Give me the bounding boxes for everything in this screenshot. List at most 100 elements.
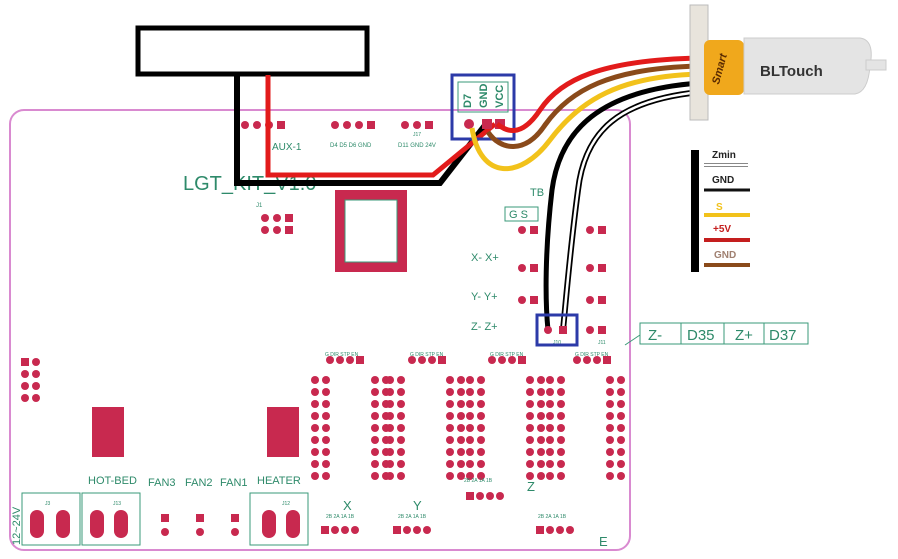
x-limit-label: X- X+ [471,252,499,264]
pad [273,226,281,234]
axis-x-label: X [343,498,352,513]
pad [261,214,269,222]
pad [606,376,614,384]
pad [556,526,564,534]
pad [557,424,565,432]
j17-label: J17 [413,132,421,138]
pad [546,400,554,408]
motor-pins-y: 2B 2A 1A 1B [398,514,427,520]
heater-label: HEATER [257,475,301,487]
pad [617,376,625,384]
legend-label-zmin: Zmin [712,150,736,161]
pad [446,424,454,432]
pad [371,376,379,384]
pad [32,394,40,402]
j1-label: J1 [256,203,263,209]
pad [606,436,614,444]
pad [457,412,465,420]
pad [526,460,534,468]
bltouch-sensor: Smart BLTouch [689,4,887,121]
mcu-body [344,199,398,263]
pad [477,400,485,408]
pad [446,460,454,468]
motor-pins-e: 2B 2A 1A 1B [538,514,567,520]
pad [526,400,534,408]
pad [586,326,594,334]
pad [331,121,339,129]
pad [466,448,474,456]
tb-label: TB [530,187,544,199]
legend-label-gnd: GND [712,175,734,186]
pad [476,492,484,500]
pad [423,526,431,534]
pad [466,388,474,396]
pad [537,472,545,480]
aux-label: AUX-1 [272,142,302,153]
pad [477,436,485,444]
pad [311,376,319,384]
pad [617,472,625,480]
j11-label: J11 [598,340,606,346]
red-wire-vcc [265,75,497,178]
pad [526,436,534,444]
pad [546,472,554,480]
pad [21,394,29,402]
header1-label: D4 D5 D6 GND [330,143,372,149]
fan2-label: FAN2 [185,477,213,489]
pad [311,412,319,420]
pad [371,424,379,432]
pad [32,370,40,378]
pad [351,526,359,534]
motor-pins-z: 2B 2A 1A 1B [464,478,493,484]
pad [322,376,330,384]
pad [386,388,394,396]
endstop-table: Z- D35 Z+ D37 [639,322,809,345]
pad [557,472,565,480]
pad [593,356,601,364]
pad [518,264,526,272]
axis-y-label: Y [413,498,422,513]
pad [438,356,446,364]
servo-header-label-box [457,81,509,113]
pad [537,436,545,444]
pad [413,526,421,534]
pad [386,436,394,444]
pad [466,460,474,468]
pad [617,388,625,396]
pad [253,121,261,129]
gs-label: G S [509,209,528,221]
pad [322,460,330,468]
pad [446,412,454,420]
pad [598,326,606,334]
pad [617,460,625,468]
pad [537,400,545,408]
pad [311,424,319,432]
pad [346,356,354,364]
pad [196,528,204,536]
pad [401,121,409,129]
pin-gnd: GND [478,84,490,109]
pad [446,472,454,480]
j13-label: J13 [113,501,121,507]
pad [537,448,545,456]
pad [546,376,554,384]
pad [537,424,545,432]
axis-z-label: Z [527,479,535,494]
pad [231,528,239,536]
pad [536,526,544,534]
pad [477,412,485,420]
pad [311,460,319,468]
fan1-label: FAN1 [220,477,248,489]
pad [413,121,421,129]
driver-header-1: G DIR STP EN [325,352,359,358]
pad [457,460,465,468]
bltouch-white-wire-outline [560,89,701,331]
bltouch-brown-wire [485,63,701,149]
motor-pins-x: 2B 2A 1A 1B [326,514,355,520]
pad [537,376,545,384]
header2-label: D11 GND 24V [398,143,436,149]
pad [606,460,614,468]
pad [322,436,330,444]
pad [457,436,465,444]
pad [311,448,319,456]
